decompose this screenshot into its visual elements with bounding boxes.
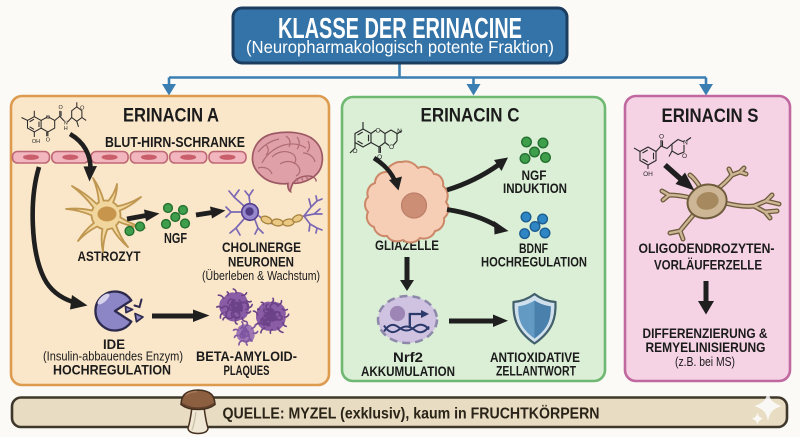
svg-text:OLIGODENDROZYTEN-: OLIGODENDROZYTEN-: [639, 240, 775, 256]
svg-text:Nrf2: Nrf2: [393, 350, 423, 365]
svg-text:N: N: [683, 140, 688, 147]
svg-text:ANTIOXIDATIVE: ANTIOXIDATIVE: [490, 350, 580, 365]
svg-text:N: N: [397, 128, 402, 135]
svg-text:O: O: [352, 148, 357, 155]
svg-text:NGF: NGF: [164, 230, 187, 247]
svg-text:HOCHREGULATION: HOCHREGULATION: [481, 255, 587, 270]
svg-text:HOCHREGULATION: HOCHREGULATION: [53, 362, 171, 378]
svg-text:O: O: [59, 105, 64, 111]
svg-text:ERINACIN A: ERINACIN A: [123, 105, 219, 127]
svg-text:ERINACIN S: ERINACIN S: [662, 105, 759, 127]
svg-text:O: O: [80, 105, 85, 111]
svg-text:(z.B. bei MS): (z.B. bei MS): [675, 354, 735, 369]
svg-text:O: O: [46, 115, 51, 121]
svg-text:NEURONEN: NEURONEN: [228, 254, 294, 270]
svg-text:BDNF: BDNF: [519, 241, 548, 256]
svg-text:O: O: [682, 153, 687, 160]
svg-text:H: H: [64, 126, 68, 132]
svg-text:AKKUMULATION: AKKUMULATION: [361, 364, 455, 379]
svg-text:GLIAZELLE: GLIAZELLE: [375, 238, 439, 253]
svg-text:O: O: [46, 138, 51, 144]
svg-text:(Insulin-abbauendes Enzym): (Insulin-abbauendes Enzym): [43, 350, 183, 364]
svg-text:IDE: IDE: [103, 336, 125, 352]
svg-text:N: N: [64, 120, 68, 126]
svg-text:DIFFERENZIERUNG &: DIFFERENZIERUNG &: [643, 325, 768, 341]
svg-text:O: O: [389, 144, 394, 151]
svg-text:NGF: NGF: [522, 168, 547, 183]
svg-text:O: O: [377, 154, 382, 161]
svg-text:OH: OH: [32, 139, 40, 145]
svg-text:ZELLANTWORT: ZELLANTWORT: [496, 364, 577, 379]
svg-text:O: O: [375, 128, 380, 135]
svg-text:QUELLE: MYZEL (exklusiv), kaum: QUELLE: MYZEL (exklusiv), kaum in FRUCHT…: [223, 404, 600, 423]
svg-text:OH: OH: [643, 171, 653, 178]
svg-text:KLASSE DER ERINACINE: KLASSE DER ERINACINE: [278, 13, 522, 45]
svg-text:BETA-AMYLOID-: BETA-AMYLOID-: [196, 348, 297, 364]
svg-text:PLAQUES: PLAQUES: [224, 362, 270, 378]
svg-text:(Neuropharmakologisch potente: (Neuropharmakologisch potente Fraktion): [246, 37, 554, 57]
svg-text:CHOLINERGE: CHOLINERGE: [222, 239, 301, 255]
svg-text:ERINACIN C: ERINACIN C: [421, 105, 520, 127]
svg-text:O: O: [659, 134, 664, 141]
svg-text:INDUKTION: INDUKTION: [503, 181, 567, 196]
svg-text:ASTROZYT: ASTROZYT: [78, 249, 142, 264]
svg-text:VORLÄUFERZELLE: VORLÄUFERZELLE: [654, 257, 762, 273]
svg-text:(Überleben & Wachstum): (Überleben & Wachstum): [202, 269, 320, 283]
svg-text:BLUT-HIRN-SCHRANKE: BLUT-HIRN-SCHRANKE: [105, 135, 245, 151]
svg-text:REMYELINISIERUNG: REMYELINISIERUNG: [646, 339, 766, 355]
